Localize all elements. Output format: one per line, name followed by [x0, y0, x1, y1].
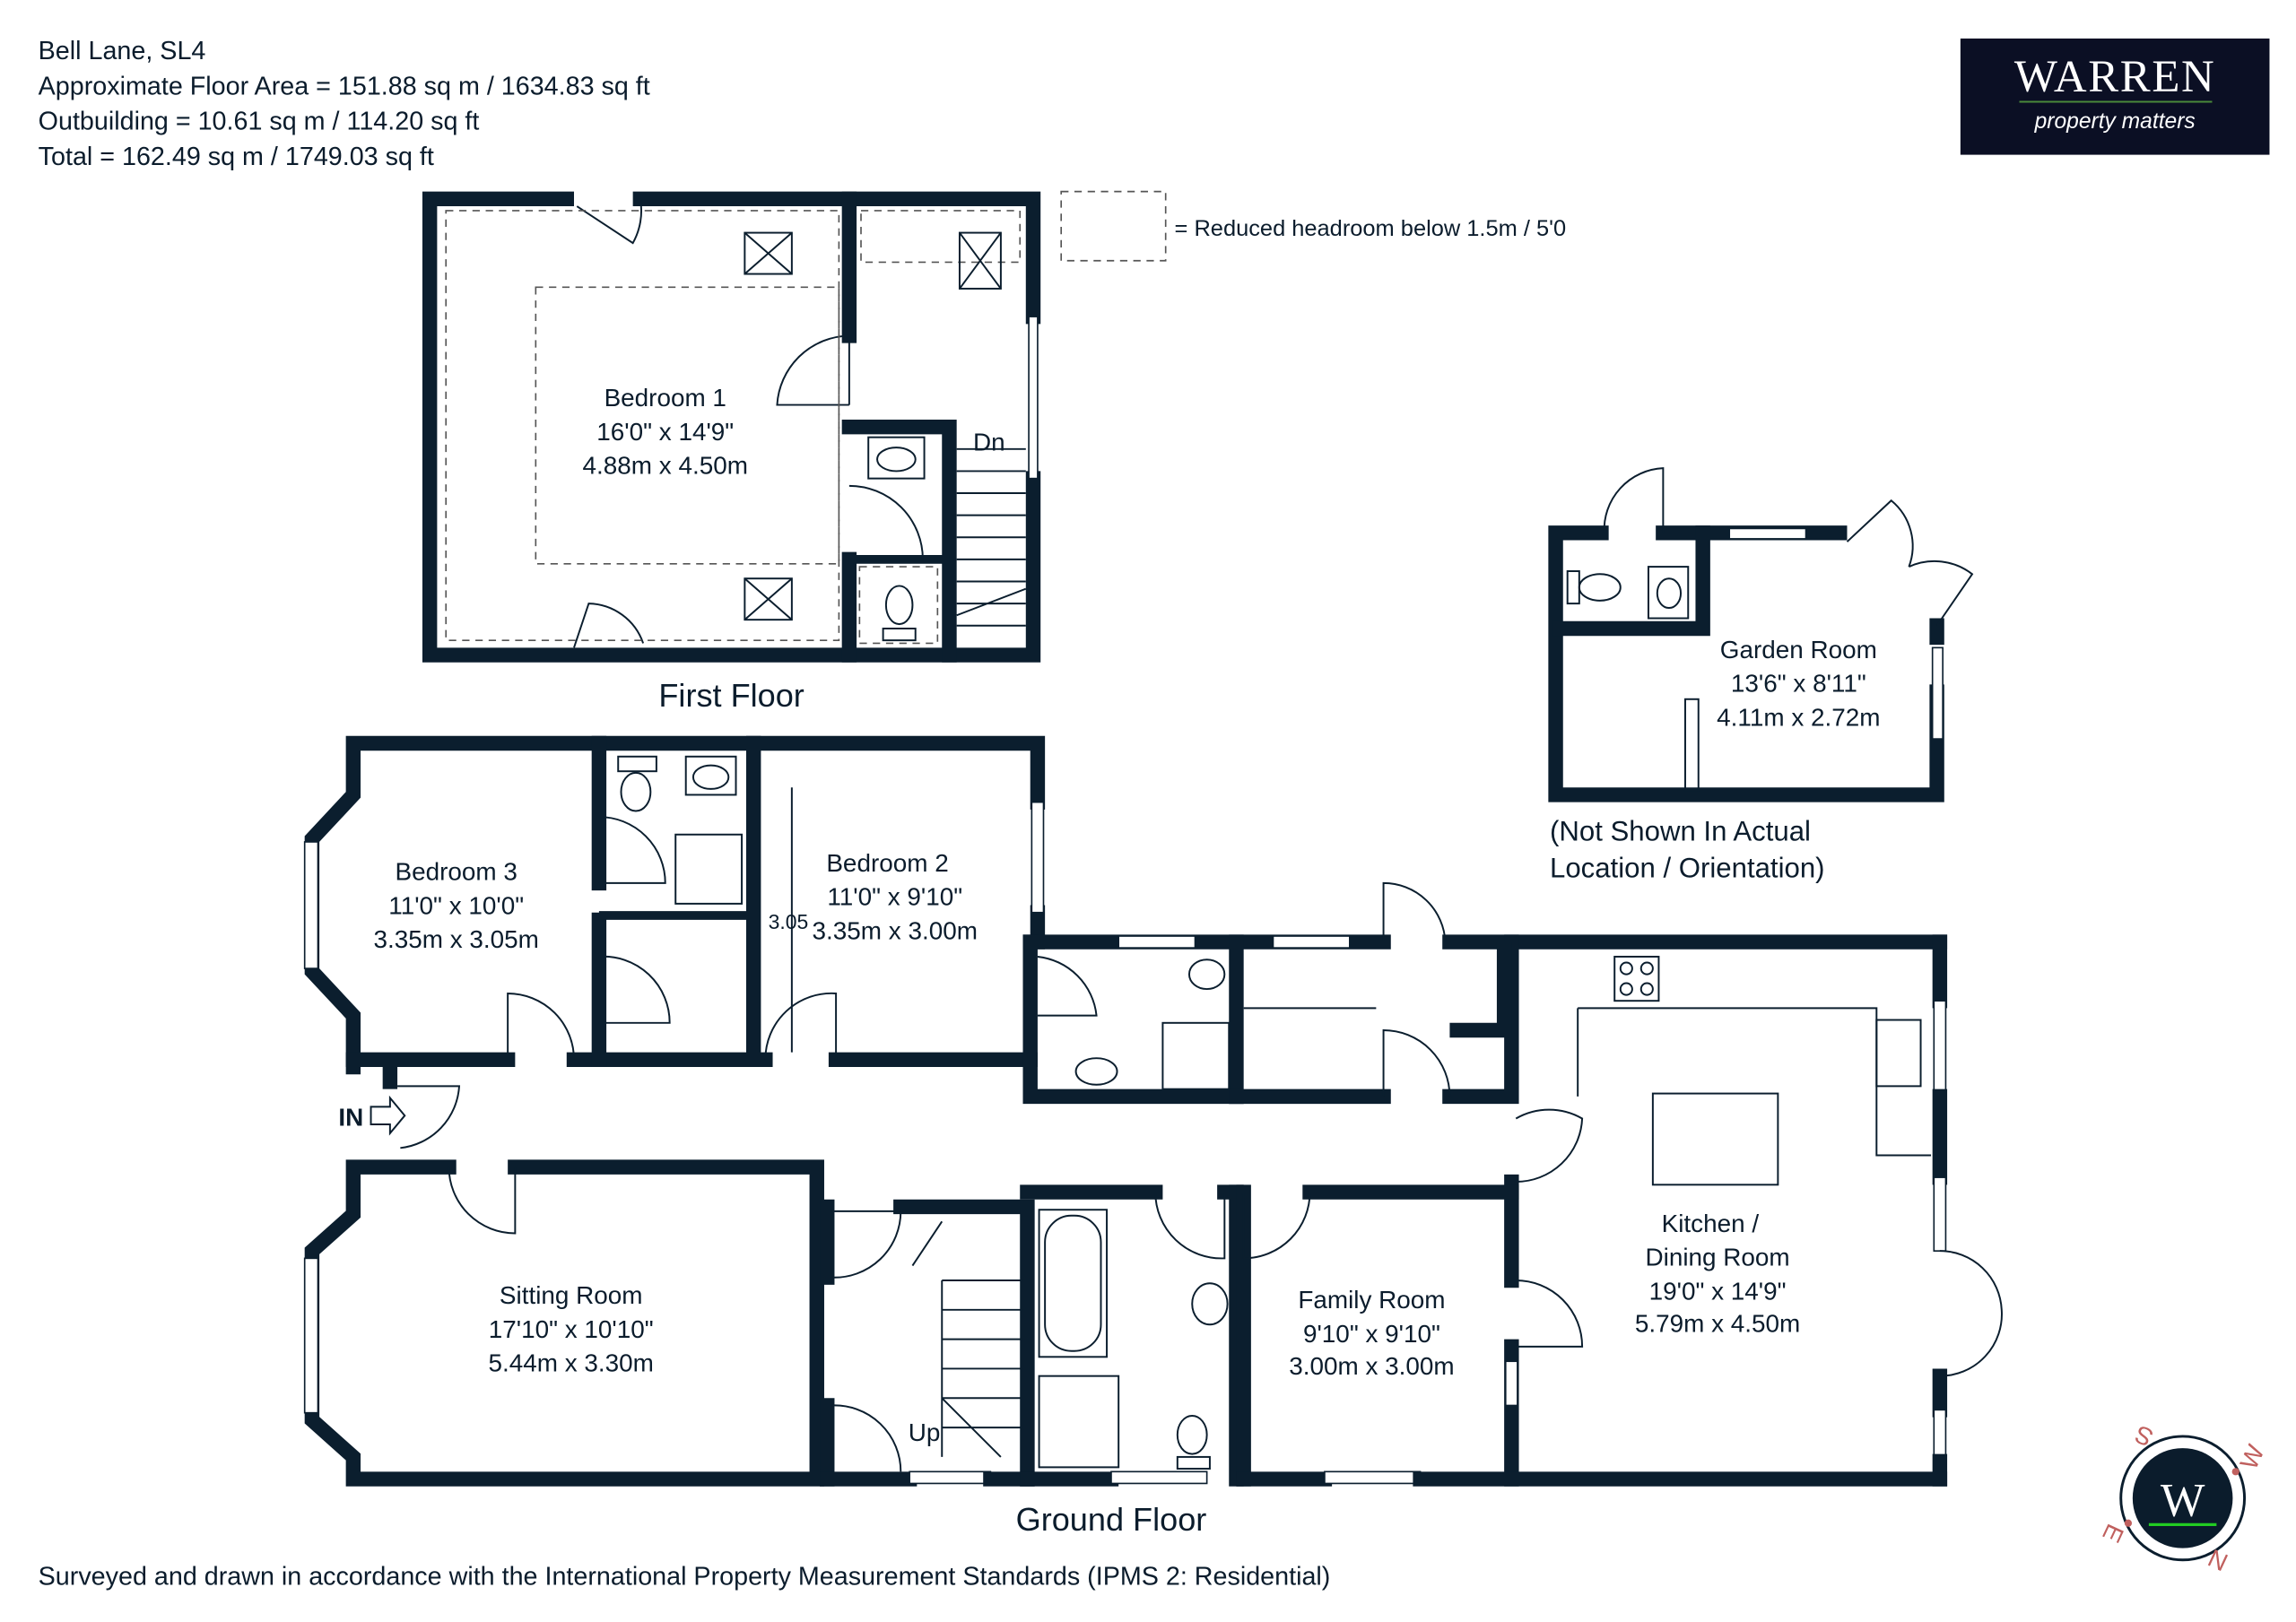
bedroom1-name: Bedroom 1	[604, 384, 726, 412]
entrance-label: IN	[338, 1104, 363, 1132]
kitchen-imperial: 19'0" x 14'9"	[1649, 1277, 1787, 1305]
legend: = Reduced headroom below 1.5m / 5'0	[1060, 190, 1567, 262]
kitchen-metric: 5.79m x 4.50m	[1635, 1309, 1800, 1337]
garden-room-name: Garden Room	[1720, 636, 1877, 664]
reduced-headroom-swatch	[1060, 190, 1167, 262]
stairs-up-label: Up	[909, 1418, 941, 1446]
warren-logo: WARREN property matters	[1960, 38, 2270, 155]
footer-note: Surveyed and drawn in accordance with th…	[39, 1563, 1331, 1592]
total-area: Total = 162.49 sq m / 1749.03 sq ft	[39, 143, 434, 171]
bedroom3-imperial: 11'0" x 10'0"	[388, 891, 524, 919]
kitchen-name-line1: Kitchen /	[1662, 1210, 1760, 1237]
header: Bell Lane, SL4 Approximate Floor Area = …	[39, 37, 650, 171]
bedroom2-name: Bedroom 2	[826, 849, 948, 877]
address: Bell Lane, SL4	[39, 37, 206, 65]
garden-room-metric: 4.11m x 2.72m	[1717, 703, 1880, 731]
bedroom1-imperial: 16'0" x 14'9"	[596, 418, 734, 446]
bedroom3-name: Bedroom 3	[396, 858, 517, 886]
bedroom2-metric: 3.35m x 3.00m	[813, 916, 978, 944]
kitchen-name-line2: Dining Room	[1646, 1244, 1790, 1271]
not-shown-note-line1: (Not Shown In Actual	[1550, 815, 1811, 846]
outbuilding-area: Outbuilding = 10.61 sq m / 114.20 sq ft	[39, 108, 480, 136]
ground-floor-title: Ground Floor	[1016, 1501, 1207, 1538]
compass-s: S	[2130, 1419, 2157, 1452]
compass-logo-letter: W	[2161, 1475, 2205, 1527]
logo-name: WARREN	[2014, 52, 2216, 102]
first-floor-title: First Floor	[658, 677, 804, 714]
family-room-metric: 3.00m x 3.00m	[1289, 1352, 1454, 1380]
bedroom1-metric: 4.88m x 4.50m	[583, 452, 748, 480]
bedroom2-dimension-marker: 3.05	[769, 910, 809, 933]
family-room-imperial: 9'10" x 9'10"	[1303, 1320, 1440, 1348]
bedroom3-metric: 3.35m x 3.05m	[374, 925, 539, 953]
sitting-room-name: Sitting Room	[500, 1281, 643, 1309]
garden-room-imperial: 13'6" x 8'11"	[1731, 670, 1866, 698]
bedroom2-imperial: 11'0" x 9'10"	[827, 883, 962, 911]
sitting-room-metric: 5.44m x 3.30m	[489, 1349, 654, 1377]
stairs-down-label: Dn	[973, 428, 1005, 455]
compass-n: N	[2204, 1544, 2231, 1577]
compass: W S W N E	[2097, 1419, 2270, 1576]
ground-floor-plan: Bedroom 3 11'0" x 10'0" 3.35m x 3.05m Be…	[303, 735, 2003, 1538]
entrance-arrow-icon	[370, 1095, 406, 1136]
floor-area: Approximate Floor Area = 151.88 sq m / 1…	[39, 72, 650, 100]
not-shown-note-line2: Location / Orientation)	[1550, 852, 1825, 883]
compass-w: W	[2234, 1440, 2270, 1474]
family-room-name: Family Room	[1298, 1286, 1445, 1314]
logo-tagline: property matters	[2034, 109, 2196, 134]
legend-text: = Reduced headroom below 1.5m / 5'0	[1175, 216, 1567, 241]
garden-room-plan: Garden Room 13'6" x 8'11" 4.11m x 2.72m …	[1548, 467, 1974, 883]
compass-e: E	[2097, 1520, 2129, 1547]
sitting-room-imperial: 17'10" x 10'10"	[489, 1315, 654, 1343]
first-floor-plan: Dn Bedroom 1 16'0" x 14'9" 4.88m x 4.50m…	[422, 191, 1041, 714]
